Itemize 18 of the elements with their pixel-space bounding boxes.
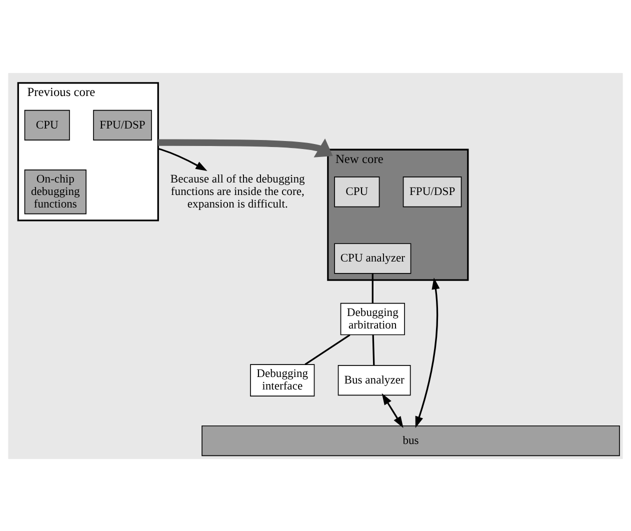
node-box: Bus analyzer <box>338 364 411 396</box>
node-box: FPU/DSP <box>402 176 462 207</box>
node-box: CPU <box>24 109 70 140</box>
node-box: bus <box>202 424 620 456</box>
connector <box>372 273 374 303</box>
node-box: FPU/DSP <box>93 109 152 140</box>
arrow <box>382 392 404 428</box>
arrow <box>158 138 333 157</box>
node-box: On-chip debugging functions <box>24 169 86 214</box>
arrow <box>415 277 440 428</box>
node-box: CPU analyzer <box>334 242 412 274</box>
node-box: Debugging interface <box>250 364 315 396</box>
node-box: CPU <box>334 176 380 207</box>
arrow <box>158 147 208 171</box>
connector <box>304 334 350 365</box>
connector <box>372 334 375 365</box>
node-box: Debugging arbitration <box>340 302 405 335</box>
node-text: Because all of the debugging functions are inside the core, expansion is difficult. <box>170 172 305 210</box>
